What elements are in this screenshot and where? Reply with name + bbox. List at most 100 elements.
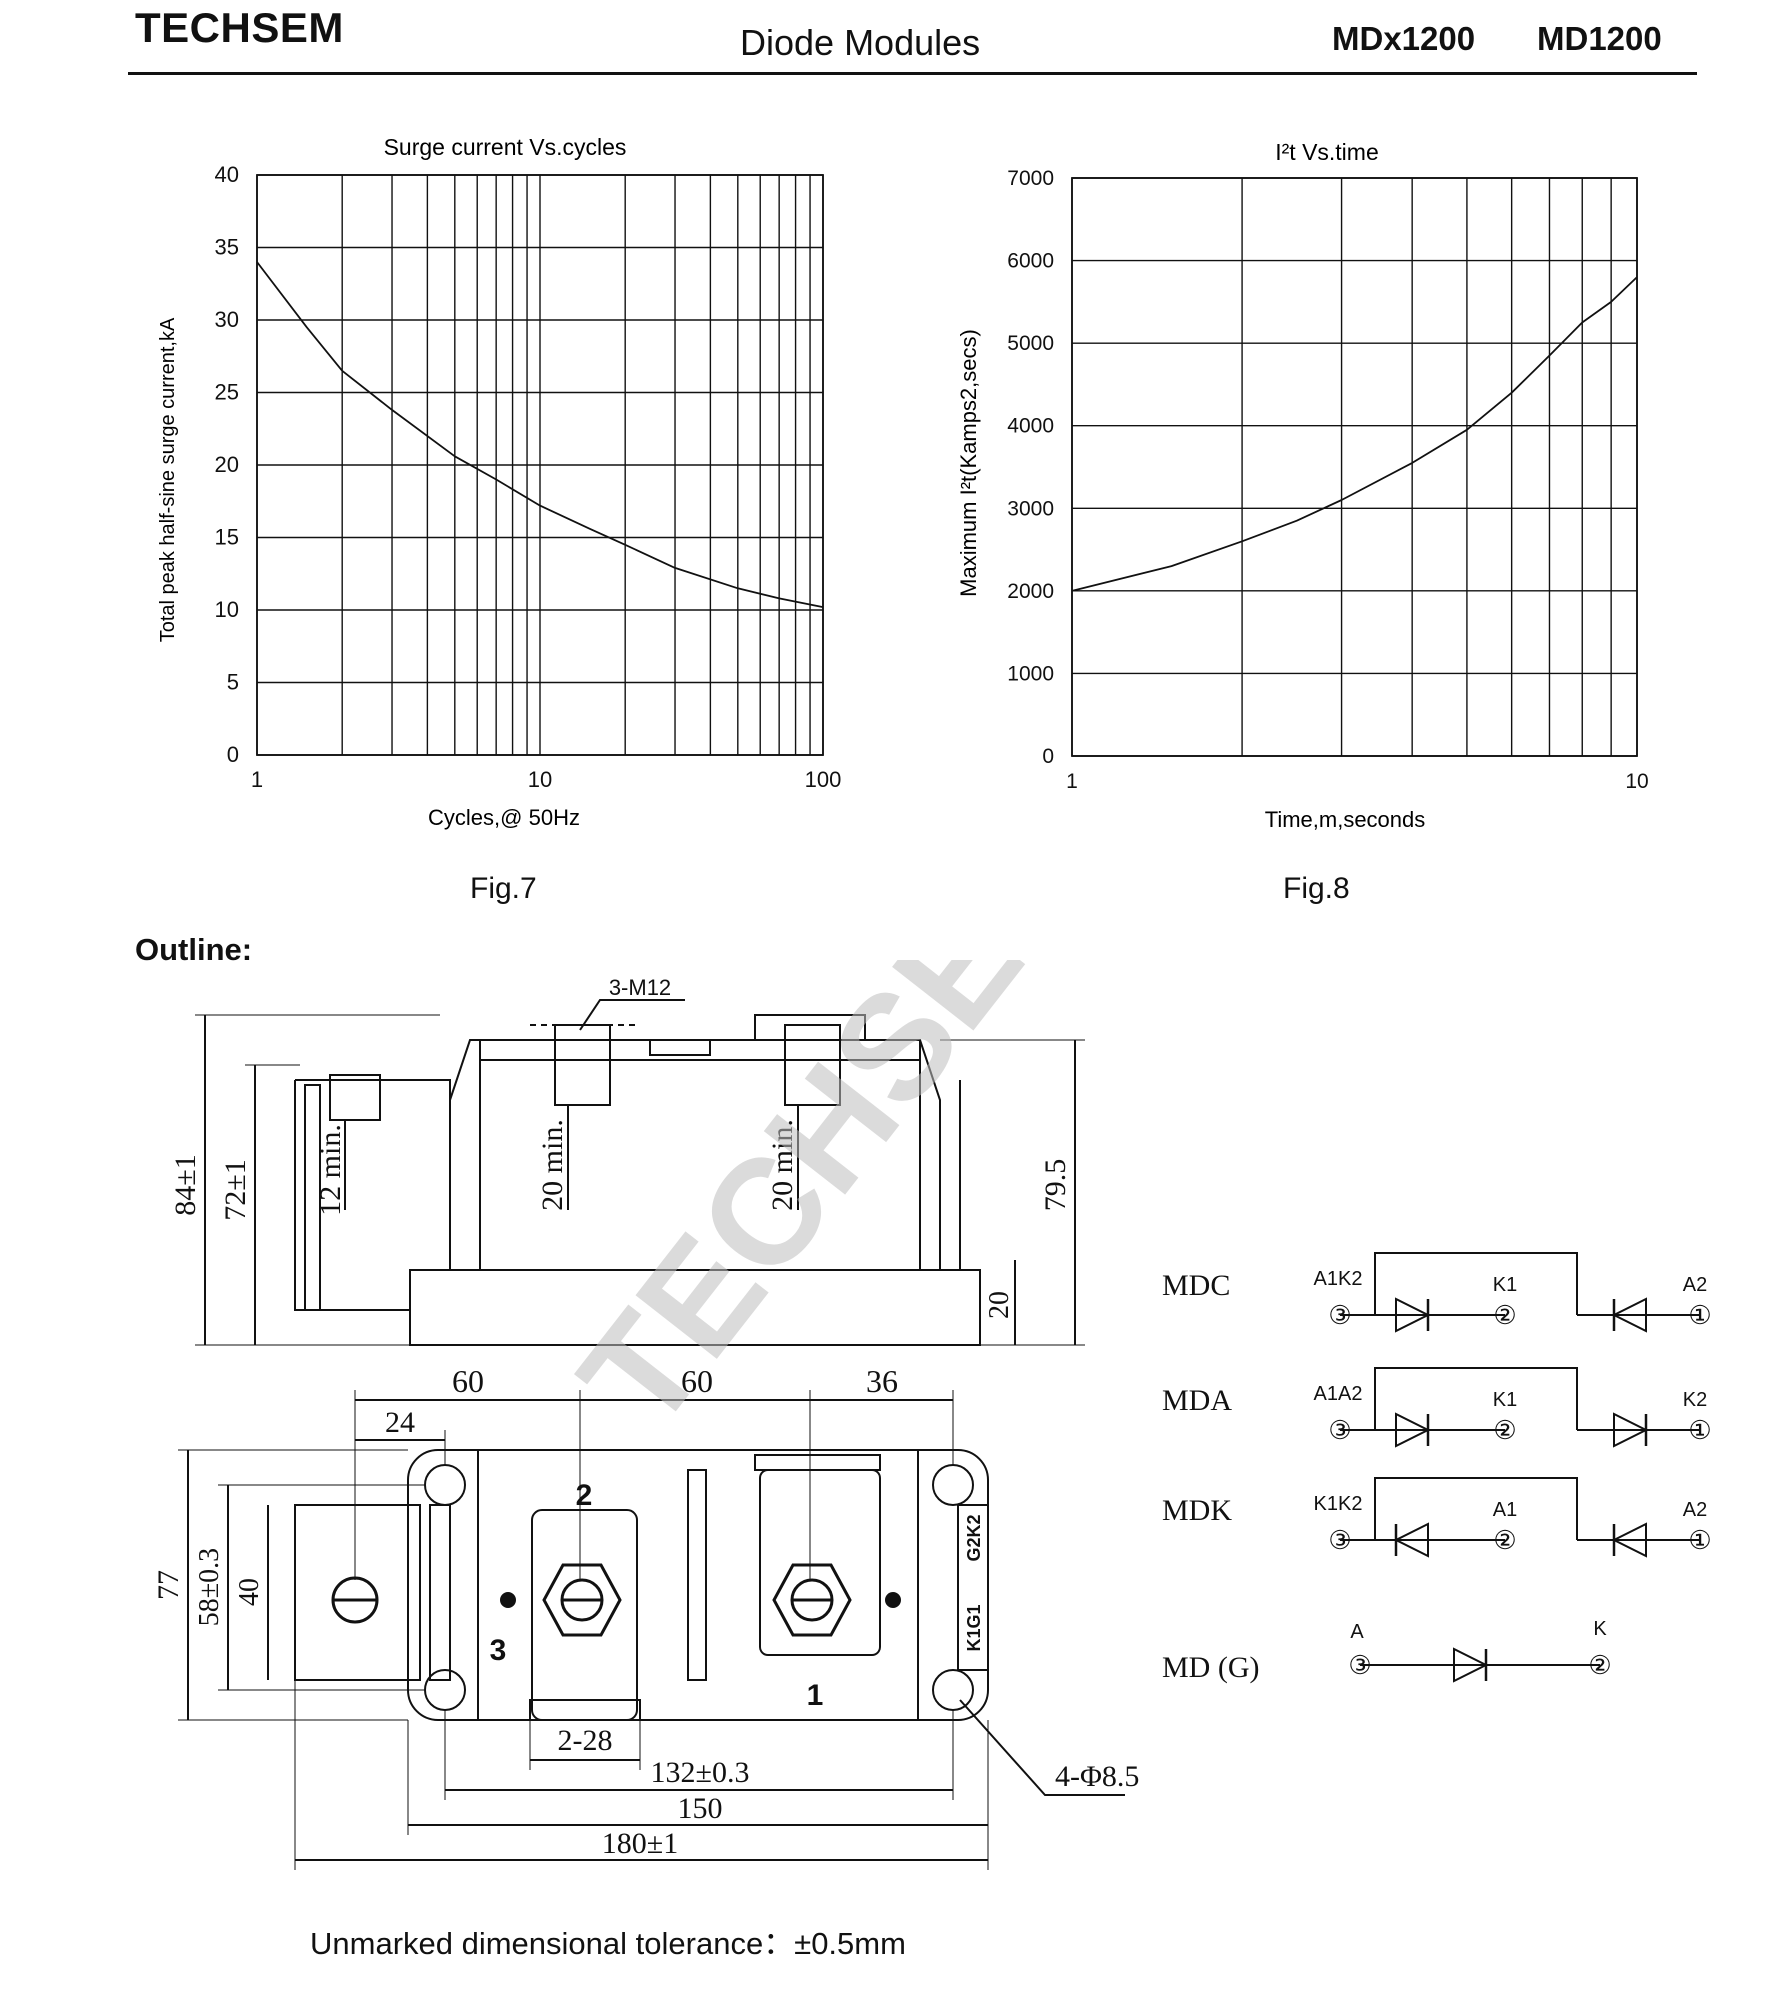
y-tick-label: 20: [215, 452, 239, 477]
series-line: [1071, 276, 1638, 592]
x-tick-label: 10: [528, 767, 552, 792]
y-tick-label: 2000: [1007, 580, 1054, 603]
dim-24: 24: [385, 1406, 415, 1439]
chart-y-label: Maximum I²t(Kamps2,secs): [956, 329, 981, 597]
terminal-cap: [754, 1014, 866, 1041]
dim-58: 58±0.3: [194, 1548, 225, 1626]
x-tick-label: 10: [1625, 770, 1648, 793]
side-view: [195, 999, 1085, 1346]
label-k1g1: K1G1: [964, 1604, 984, 1651]
chart-title: Surge current Vs.cycles: [384, 134, 627, 160]
holes-label: 4-Φ8.5: [1055, 1760, 1139, 1793]
gate-pin-dot: [885, 1592, 901, 1608]
dim-12-min: 12 min.: [314, 1124, 347, 1216]
y-tick-label: 40: [215, 162, 239, 187]
terminal-number: ③: [1348, 1650, 1371, 1680]
dim-79-5: 79.5: [1039, 1159, 1072, 1212]
dim-60b: 60: [681, 1363, 713, 1399]
y-tick-label: 0: [227, 742, 239, 767]
top-view: [178, 1390, 1125, 1870]
y-tick-label: 3000: [1007, 497, 1054, 520]
terminal-number: ①: [1688, 1415, 1711, 1445]
header-rule: [128, 72, 1697, 75]
terminal-label: K: [1593, 1618, 1607, 1640]
left-lug-edge: [429, 1504, 451, 1681]
y-tick-label: 25: [215, 380, 239, 405]
series-line: [256, 261, 824, 608]
dim-150: 150: [678, 1792, 723, 1825]
divider-rail: [687, 1469, 707, 1681]
dim-20-min-a: 20 min.: [536, 1119, 569, 1211]
dim-72: 72±1: [219, 1159, 252, 1220]
diode-icon: [1611, 1522, 1647, 1558]
x-tick-label: 100: [805, 767, 842, 792]
terminal-number: ③: [1328, 1525, 1351, 1555]
plot-frame: [1071, 177, 1638, 757]
terminal-label: K1: [1493, 1274, 1517, 1296]
figure-caption-8: Fig.8: [1283, 872, 1350, 905]
dim-132: 132±0.3: [651, 1756, 750, 1789]
outline-drawing: 3-M12 84±1 72±1 79.5 20 12 min. 20 min. …: [152, 960, 1712, 1870]
brand-logo-text: TECHSEM: [135, 4, 344, 51]
terminal-2-label: 2: [576, 1479, 593, 1512]
diode-icon: [1395, 1297, 1431, 1333]
y-tick-label: 10: [215, 597, 239, 622]
chart-x-label: Time,m,seconds: [1265, 807, 1426, 832]
diode-icon: [1453, 1647, 1489, 1683]
terminal-1-label: 1: [807, 1679, 824, 1712]
terminal-label: A2: [1683, 1274, 1707, 1296]
plot-frame: [256, 174, 824, 756]
terminal-label: A1A2: [1314, 1383, 1363, 1405]
label-g2k2: G2K2: [964, 1514, 984, 1561]
terminal-label: A1K2: [1314, 1268, 1363, 1290]
terminal-number: ②: [1588, 1650, 1611, 1680]
terminal-stud: [329, 1074, 381, 1121]
chart-y-label: Total peak half-sine surge current,kA: [157, 317, 179, 642]
terminal-label: A: [1350, 1621, 1364, 1643]
terminal-number: ①: [1688, 1300, 1711, 1330]
hex-nut-icon: [772, 1563, 852, 1637]
schematic-name: MDC: [1162, 1269, 1230, 1302]
top-notch: [649, 1039, 711, 1056]
module-center: [477, 1449, 919, 1721]
y-tick-label: 1000: [1007, 662, 1054, 685]
y-tick-label: 15: [215, 525, 239, 550]
diode-icon: [1393, 1522, 1429, 1558]
wire: [1374, 1477, 1578, 1540]
dim-180: 180±1: [602, 1827, 678, 1860]
hole-leader: [959, 1699, 1125, 1796]
document-title: Diode Modules: [740, 22, 981, 63]
y-tick-label: 4000: [1007, 415, 1054, 438]
terminal-number: ①: [1688, 1525, 1711, 1555]
model-primary: MDx1200: [1332, 20, 1476, 57]
hex-nut-icon: [542, 1563, 622, 1637]
y-tick-label: 35: [215, 235, 239, 260]
schematic-name: MD (G): [1162, 1651, 1260, 1684]
dim-36: 36: [866, 1363, 898, 1399]
housing-wall: [304, 1084, 321, 1311]
mounting-hole-icon: [932, 1464, 974, 1506]
terminal-label: K1K2: [1314, 1493, 1363, 1515]
dim-2-28: 2-28: [558, 1724, 613, 1757]
x-tick-label: 1: [251, 767, 263, 792]
mounting-hole-icon: [424, 1669, 466, 1711]
outline-heading: Outline:: [135, 932, 253, 967]
y-tick-label: 5000: [1007, 332, 1054, 355]
housing-left: [294, 1079, 451, 1311]
y-tick-label: 30: [215, 307, 239, 332]
thread-leader: [579, 999, 685, 1031]
right-terminal: [759, 1469, 881, 1656]
base-plate: [409, 1269, 981, 1346]
right-terminal-cap: [754, 1454, 881, 1471]
center-terminal-base: [529, 1699, 641, 1721]
terminal-label: A1: [1493, 1499, 1517, 1521]
mounting-hole-icon: [932, 1669, 974, 1711]
y-tick-label: 6000: [1007, 250, 1054, 273]
schematic-name: MDK: [1162, 1494, 1232, 1527]
wire: [1374, 1367, 1578, 1430]
